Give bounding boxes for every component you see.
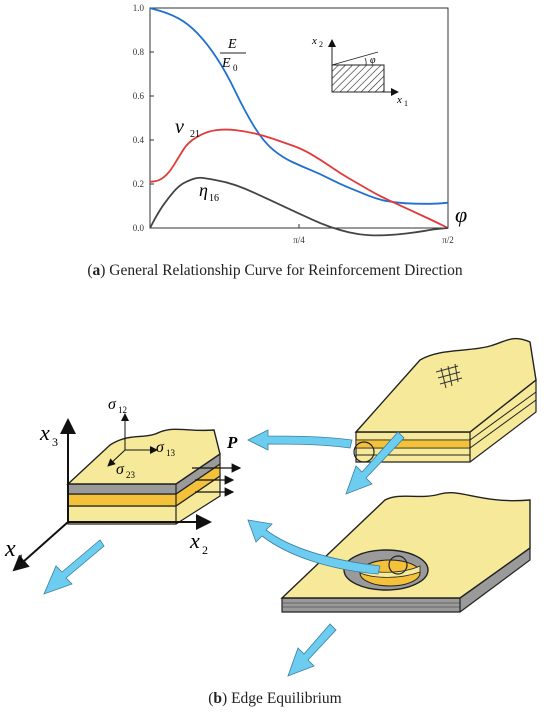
laminate-element [12,413,242,572]
inset-x2: x [311,35,317,47]
y-tick-label: 0.0 [133,223,145,233]
stress-s12-sub: 12 [118,405,127,415]
laminate-plate-with-hole [280,492,531,613]
label-e-denominator-sub: 0 [233,63,238,73]
blue-arrow-toward-element-top [247,429,353,451]
caption-a-letter: a [92,262,101,279]
axis-x1-sub: 1 [18,551,24,565]
x-axis-label: φ [455,202,467,227]
axis-x1-arrow [12,521,69,572]
stress-s13-label: σ [156,439,165,456]
label-eta: η [199,180,208,200]
force-p-label: P [226,433,238,452]
series-eta16-line [149,176,449,237]
stress-s13-sub: 13 [166,448,176,458]
blue-arrow-element-x1 [43,539,105,595]
x-tick-label: π/2 [442,235,454,245]
caption-a-text: General Relationship Curve for Reinforce… [109,262,463,279]
y-tick-label: 0.4 [133,135,145,145]
y-tick-label: 0.2 [133,179,144,189]
stress-s12-label: σ [108,396,117,413]
zoom-circle-top [353,441,375,463]
x-tick-label: π/4 [293,235,305,245]
label-eta-sub: 16 [209,193,219,204]
stress-s23-sub: 23 [126,470,136,480]
caption-b-text: Edge Equilibrium [231,690,342,707]
axis-x3-sub: 3 [52,435,58,449]
caption-b-letter: b [213,690,223,707]
zoom-circle-hole [388,555,408,575]
plot-frame [149,7,449,229]
blue-arrow-from-hole [247,519,381,575]
inset-x2-sub: 2 [319,40,323,49]
label-nu-sub: 21 [190,129,200,140]
label-e-numerator: E [227,37,237,52]
axis-x1-label: x [4,536,16,562]
label-nu: ν [175,116,184,138]
label-e-denominator: E [221,56,231,71]
caption-a: (a) General Relationship Curve for Reinf… [87,262,463,279]
axis-x2-sub: 2 [202,543,208,557]
y-tick-label: 1.0 [133,3,145,13]
inset-x1-sub: 1 [404,99,408,108]
series-nu21-line [149,128,449,229]
y-axis-ticks: 0.0 0.2 0.4 0.6 0.8 1.0 [133,3,154,233]
inset-phi: φ [370,55,376,66]
stress-s23-label: σ [116,461,125,478]
inset-x1: x [396,94,402,106]
blue-arrows [43,429,405,677]
axis-x2-label: x [189,528,200,553]
inset-diagram: φ x 2 x 1 [311,35,408,108]
y-tick-label: 0.6 [133,91,145,101]
caption-b: (b) Edge Equilibrium [208,690,342,707]
y-tick-label: 0.8 [133,47,145,57]
edge-equilibrium-panel: x 3 x 1 x 2 σ 12 σ 13 σ 23 P [4,337,537,677]
blue-arrow-hole-plate-down [287,623,337,677]
axis-x3-label: x [39,420,50,445]
series-layer [149,7,449,237]
blue-arrow-top-plate-down [345,431,405,495]
laminate-plate-top [353,337,537,463]
inset-hatched-block [331,64,385,93]
